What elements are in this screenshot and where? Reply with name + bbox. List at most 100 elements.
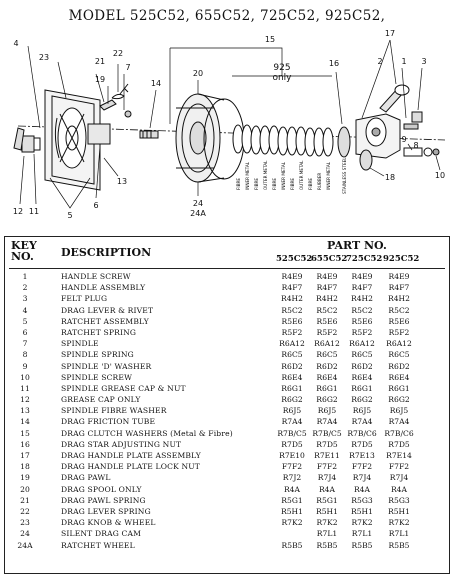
part-number-cell: R7D5 (316, 439, 338, 449)
key-number-cell: 8 (22, 350, 28, 360)
callout-24a: 24A (190, 209, 206, 218)
part-number-cell: R5F2 (316, 327, 338, 337)
callout-9: 9 (401, 135, 406, 144)
description-cell: GREASE CAP ONLY (61, 395, 141, 405)
key-number-cell: 12 (20, 395, 30, 405)
part-number-header: PART NO. (327, 239, 387, 252)
part-number-cell: R5H1 (315, 506, 338, 516)
callout-4: 4 (13, 39, 18, 48)
part-number-cell: R4E9 (316, 272, 338, 281)
washer-label-7: FIBRE (290, 178, 295, 190)
part-number-cell: R7J4 (389, 473, 409, 483)
description-cell: FELT PLUG (61, 294, 108, 304)
description-cell: DRAG KNOB & WHEEL (61, 518, 156, 528)
part-number-cell: R6G1 (351, 383, 373, 393)
part-number-cell: R5F2 (388, 327, 410, 337)
part-number-cell: R5H1 (387, 506, 410, 516)
spindle-screw-part (432, 148, 440, 156)
callout-23: 23 (39, 53, 49, 62)
part-number-cell: R4A (353, 484, 371, 494)
callout-20: 20 (193, 69, 203, 78)
part-number-cell: R6G2 (388, 395, 410, 405)
part-number-cell: R5E6 (316, 316, 338, 326)
part-number-cell: R6E4 (281, 372, 303, 382)
part-number-cell: R7D5 (388, 439, 410, 449)
part-number-cell: R7L1 (351, 529, 373, 539)
part-number-cell: R4A (283, 484, 301, 494)
drag-lever-part (13, 127, 25, 151)
friction-tube-part (139, 130, 159, 139)
part-number-cell: R7D5 (281, 439, 303, 449)
drag-spool-part (175, 93, 245, 183)
part-number-cell: R5H1 (280, 506, 303, 516)
callout-14: 14 (151, 79, 161, 88)
description-cell: SPINDLE FIBRE WASHER (61, 406, 167, 416)
part-number-cell: R5C2 (281, 305, 303, 315)
part-number-cell: R6C5 (388, 350, 410, 360)
part-number-cell: R6D2 (351, 361, 373, 371)
key-number-cell: 20 (20, 484, 30, 494)
part-number-cell: R5B5 (316, 540, 338, 550)
spindle-spring-part (403, 147, 423, 157)
part-number-cell: R6G1 (388, 383, 410, 393)
parts-table: KEY NO. DESCRIPTION PART NO. 525C52 655C… (4, 236, 450, 574)
model-header-725: 725C52 (346, 254, 383, 264)
part-number-cell: R7A4 (316, 417, 338, 427)
description-header: DESCRIPTION (61, 246, 152, 259)
washer-label-8: OUTER METAL (299, 160, 304, 190)
callout-13: 13 (117, 177, 127, 186)
model-header-525: 525C52 (276, 254, 313, 264)
key-number-cell: 9 (22, 361, 28, 371)
callout-7: 7 (125, 63, 130, 72)
part-number-cell: R6C5 (281, 350, 303, 360)
key-number-cell: 14 (20, 417, 30, 427)
part-number-cell: R5B5 (281, 540, 303, 550)
description-cell: SPINDLE GREASE CAP & NUT (61, 383, 186, 393)
part-number-cell: R6A12 (349, 339, 375, 349)
description-cell: RATCHET ASSEMBLY (61, 316, 149, 326)
part-number-cell: R5C2 (351, 305, 373, 315)
key-header: KEY (11, 239, 37, 252)
part-number-cell: R6G2 (281, 395, 303, 405)
washer-label-5: FIBRE (272, 178, 277, 190)
part-number-cell: R7B/C6 (347, 428, 377, 438)
key-number-cell: 7 (22, 339, 28, 349)
part-number-cell: R6G1 (281, 383, 303, 393)
description-cell: HANDLE SCREW (61, 272, 131, 281)
part-number-cell: R5E6 (388, 316, 410, 326)
part-number-cell: R7B/C5 (312, 428, 342, 438)
part-number-cell: R6D2 (316, 361, 338, 371)
callout-24: 24 (193, 199, 203, 208)
part-number-cell: R4A (390, 484, 408, 494)
description-cell: DRAG LEVER SPRING (61, 506, 151, 516)
part-number-cell: R7J2 (282, 473, 302, 483)
description-cell: RATCHET WHEEL (61, 540, 135, 550)
only-925-label-2: only (272, 73, 292, 83)
pawl-spring-part (111, 93, 125, 100)
part-number-cell: R7K2 (388, 518, 410, 528)
description-cell: DRAG CLUTCH WASHERS (Metal & Fibre) (61, 428, 233, 438)
part-number-cell: R5G3 (351, 495, 373, 505)
callout-21: 21 (95, 57, 105, 66)
part-number-cell: R5G1 (281, 495, 303, 505)
washer-label-6: INNER METAL (281, 161, 286, 190)
description-cell: DRAG SPOOL ONLY (61, 484, 142, 494)
part-number-cell: R6J5 (389, 406, 409, 416)
